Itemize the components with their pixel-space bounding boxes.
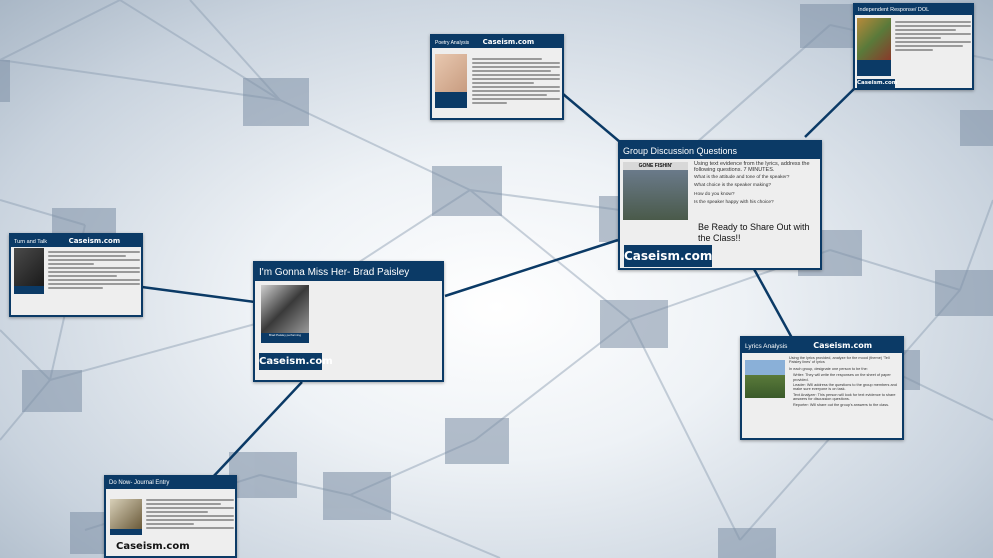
card-title-text: Lyrics Analysis bbox=[745, 343, 788, 350]
brand-logo: Caseism.com bbox=[624, 245, 712, 267]
painting-image bbox=[857, 18, 891, 60]
lyrics-group-note: In each group, designate one person to b… bbox=[789, 366, 868, 371]
topic-card-im-gonna-miss-her[interactable]: I'm Gonna Miss Her- Brad Paisley Brad Pa… bbox=[253, 261, 444, 382]
card-title: Turn and Talk Caseism.com bbox=[11, 235, 141, 247]
question-block: Using text evidence from the lyrics, add… bbox=[694, 161, 818, 206]
brand-logo: Caseism.com bbox=[259, 353, 333, 370]
topic-card-lyrics-analysis[interactable]: Lyrics Analysis Caseism.com Using the ly… bbox=[740, 336, 904, 440]
response-text-block bbox=[895, 19, 971, 53]
card-title: Do Now- Journal Entry bbox=[106, 477, 235, 489]
lyrics-bullet: Writer: They will write the responses on… bbox=[793, 373, 891, 382]
question-2: What choice is the speaker making? bbox=[694, 183, 772, 189]
fishing-image-caption: GONE FISHIN' bbox=[638, 163, 673, 169]
wedding-photo bbox=[261, 285, 309, 333]
card-title: I'm Gonna Miss Her- Brad Paisley bbox=[255, 263, 442, 281]
talk-image bbox=[14, 248, 44, 286]
card-title-text: Poetry Analysis bbox=[435, 40, 470, 46]
question-1: What is the attitude and tone of the spe… bbox=[694, 175, 790, 180]
talk-caption bbox=[14, 286, 44, 294]
card-title: Group Discussion Questions bbox=[620, 142, 820, 159]
lyrics-bullet: Reporter: Will share out the group's ans… bbox=[793, 402, 890, 407]
journal-image bbox=[110, 499, 142, 529]
question-3: How do you know? bbox=[694, 191, 735, 197]
topic-card-poetry-analysis[interactable]: Poetry Analysis Caseism.com bbox=[430, 34, 564, 120]
topic-card-turn-and-talk[interactable]: Turn and Talk Caseism.com bbox=[9, 233, 143, 317]
photo-caption: Brad Paisley performing bbox=[261, 333, 309, 343]
card-title: Lyrics Analysis Caseism.com bbox=[742, 338, 902, 353]
intro-text: Using text evidence from the lyrics, add… bbox=[694, 161, 810, 173]
journal-text-block bbox=[146, 497, 234, 531]
lyrics-bullet: Text Analyzer: This person will look for… bbox=[793, 392, 896, 402]
brand-logo: Caseism.com bbox=[482, 38, 535, 46]
brand-logo: Caseism.com bbox=[68, 237, 121, 245]
topic-card-independent-response[interactable]: Independent Response/ DOL Caseism.com bbox=[853, 3, 974, 90]
poem-text-block bbox=[472, 56, 560, 106]
brand-logo: Caseism.com bbox=[116, 541, 190, 552]
topic-card-do-now-journal[interactable]: Do Now- Journal Entry Caseism.com bbox=[104, 475, 237, 558]
card-title-text: Turn and Talk bbox=[14, 239, 48, 245]
lyrics-bullet: Leader: Will address the questions to th… bbox=[793, 383, 897, 392]
fishing-image: GONE FISHIN' bbox=[623, 162, 688, 220]
mountain-image bbox=[745, 360, 785, 398]
talk-text-block bbox=[48, 249, 140, 291]
lyrics-text-block: Using the lyrics provided, analyze for t… bbox=[789, 356, 901, 407]
card-title: Poetry Analysis Caseism.com bbox=[432, 36, 562, 48]
poem-image bbox=[435, 54, 467, 92]
painting-caption bbox=[857, 60, 891, 76]
photo-caption-text: Brad Paisley performing bbox=[268, 333, 301, 337]
lyrics-intro: Using the lyrics provided, analyze for t… bbox=[789, 356, 890, 365]
question-4: Is the speaker happy with his choice? bbox=[694, 200, 774, 206]
card-title: Independent Response/ DOL bbox=[855, 5, 972, 15]
brand-logo: Caseism.com bbox=[813, 341, 873, 350]
topic-card-group-discussion[interactable]: Group Discussion Questions GONE FISHIN' … bbox=[618, 140, 822, 270]
share-out-text: Be Ready to Share Out with the Class!! bbox=[698, 222, 810, 243]
brand-logo: Caseism.com bbox=[857, 79, 898, 88]
journal-caption bbox=[110, 529, 142, 535]
poem-caption bbox=[435, 92, 467, 108]
